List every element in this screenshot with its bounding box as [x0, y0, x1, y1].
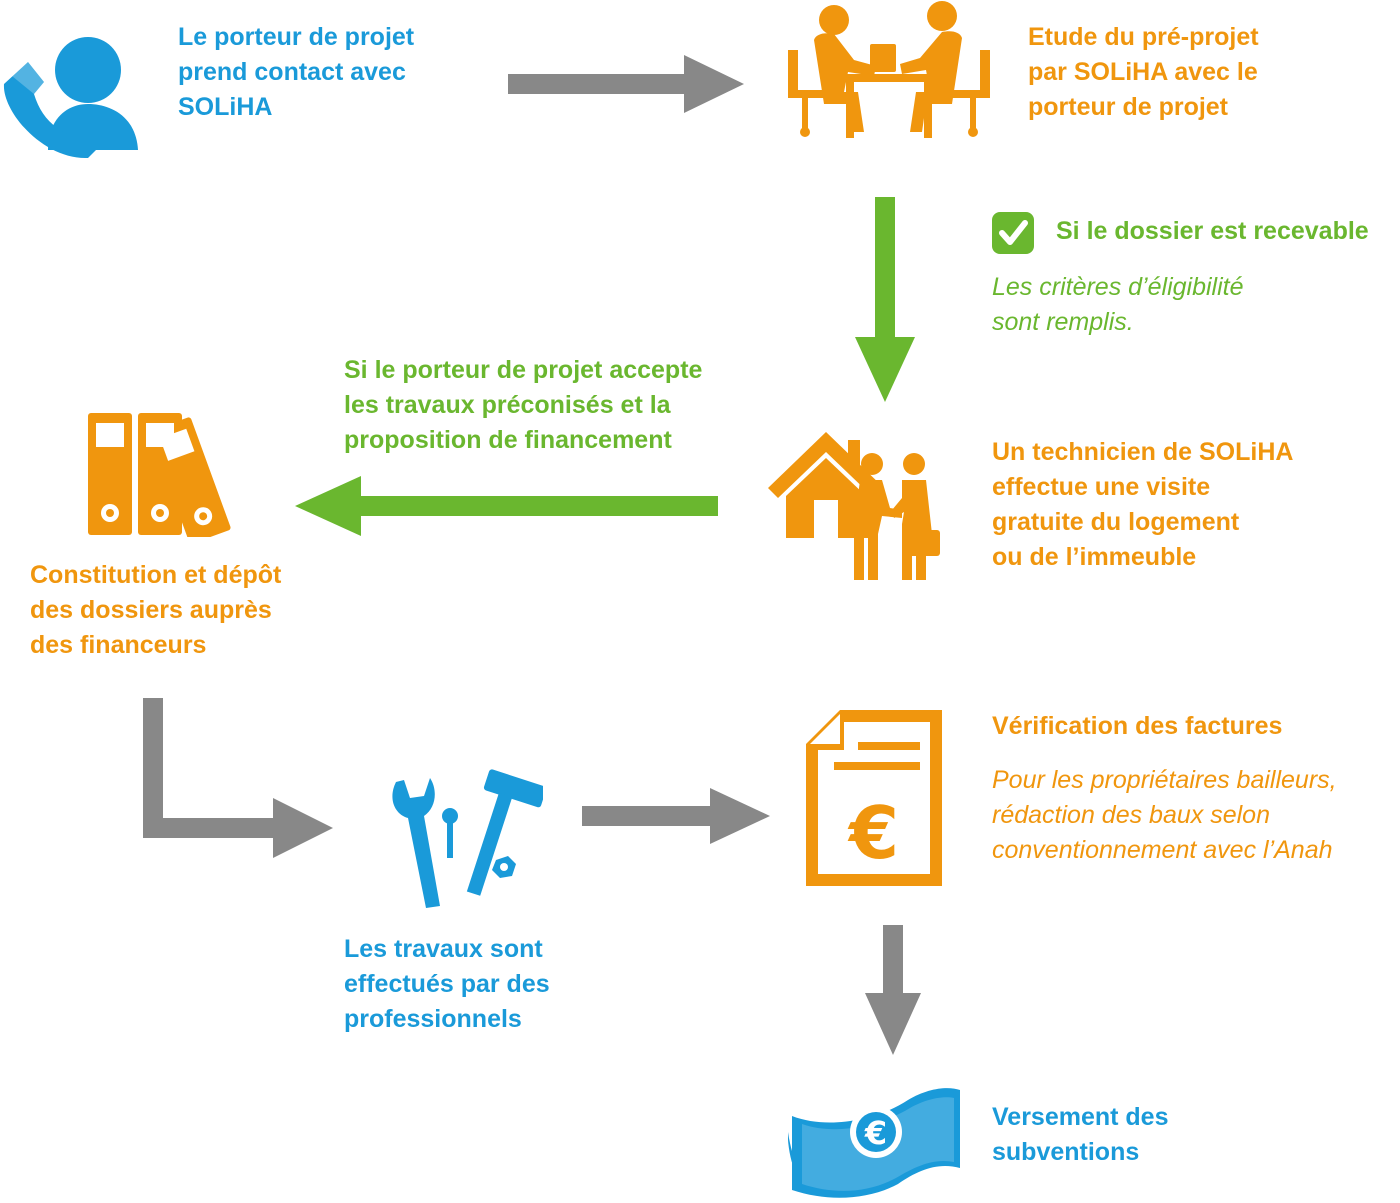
- accept-text: Si le porteur de projet accepte les trav…: [344, 353, 702, 458]
- verification-notes: Pour les propriétaires bailleurs, rédact…: [992, 763, 1337, 868]
- contact-line-1: Le porteur de projet: [178, 23, 415, 51]
- meeting-icon: [788, 1, 990, 138]
- works-line-3: professionnels: [344, 1005, 522, 1033]
- checkmark-icon: [992, 212, 1034, 254]
- visit-line-3: gratuite du logement: [992, 508, 1240, 536]
- verification-title: Vérification des factures: [992, 709, 1282, 744]
- arrow-filing-to-works: [143, 698, 333, 858]
- arrow-works-to-verification: [582, 788, 770, 844]
- study-line-1: Etude du pré-projet: [1028, 23, 1259, 51]
- filing-text: Constitution et dépôt des dossiers auprè…: [30, 558, 281, 663]
- accept-line-3: proposition de financement: [344, 426, 672, 454]
- svg-text:€: €: [847, 791, 899, 875]
- verification-note-1: Pour les propriétaires bailleurs,: [992, 766, 1337, 794]
- phone-user-icon: [3, 37, 138, 159]
- condition-note-2: sont remplis.: [992, 308, 1134, 336]
- svg-text:€: €: [864, 1114, 887, 1152]
- study-line-2: par SOLiHA avec le: [1028, 58, 1258, 86]
- contact-line-3: SOLiHA: [178, 93, 273, 121]
- arrow-contact-to-study: [508, 55, 744, 113]
- arrow-verification-to-payment: [865, 925, 921, 1055]
- filing-line-3: des financeurs: [30, 631, 207, 659]
- visit-line-4: ou de l’immeuble: [992, 543, 1197, 571]
- visit-line-1: Un technicien de SOLiHA: [992, 438, 1294, 466]
- works-text: Les travaux sont effectués par des profe…: [344, 932, 550, 1037]
- contact-text: Le porteur de projet prend contact avec …: [178, 20, 414, 125]
- payment-line-1: Versement des: [992, 1103, 1169, 1131]
- works-line-1: Les travaux sont: [344, 935, 543, 963]
- payment-text: Versement des subventions: [992, 1100, 1169, 1170]
- condition-note-1: Les critères d’éligibilité: [992, 273, 1244, 301]
- payment-line-2: subventions: [992, 1138, 1140, 1166]
- visit-text: Un technicien de SOLiHA effectue une vis…: [992, 435, 1293, 575]
- verification-note-2: rédaction des baux selon: [992, 801, 1270, 829]
- euro-banknote-icon: €: [788, 1088, 960, 1198]
- works-line-2: effectués par des: [344, 970, 550, 998]
- condition-title: Si le dossier est recevable: [1056, 214, 1369, 249]
- condition-notes: Les critères d’éligibilité sont remplis.: [992, 270, 1244, 340]
- arrow-visit-to-filing: [295, 476, 718, 536]
- condition-title-text: Si le dossier est recevable: [1056, 217, 1369, 245]
- arrow-study-to-visit: [855, 197, 915, 402]
- study-line-3: porteur de projet: [1028, 93, 1229, 121]
- binders-icon: [88, 413, 231, 537]
- house-visit-icon: [768, 432, 940, 580]
- accept-line-2: les travaux préconisés et la: [344, 391, 671, 419]
- filing-line-2: des dossiers auprès: [30, 596, 272, 624]
- visit-line-2: effectue une visite: [992, 473, 1211, 501]
- verification-note-3: conventionnement avec l’Anah: [992, 836, 1333, 864]
- study-text: Etude du pré-projet par SOLiHA avec le p…: [1028, 20, 1259, 125]
- contact-line-2: prend contact avec: [178, 58, 406, 86]
- invoice-euro-icon: €: [806, 710, 942, 886]
- verification-title-text: Vérification des factures: [992, 712, 1283, 740]
- filing-line-1: Constitution et dépôt: [30, 561, 282, 589]
- accept-line-1: Si le porteur de projet accepte: [344, 356, 703, 384]
- tools-icon: [392, 769, 543, 908]
